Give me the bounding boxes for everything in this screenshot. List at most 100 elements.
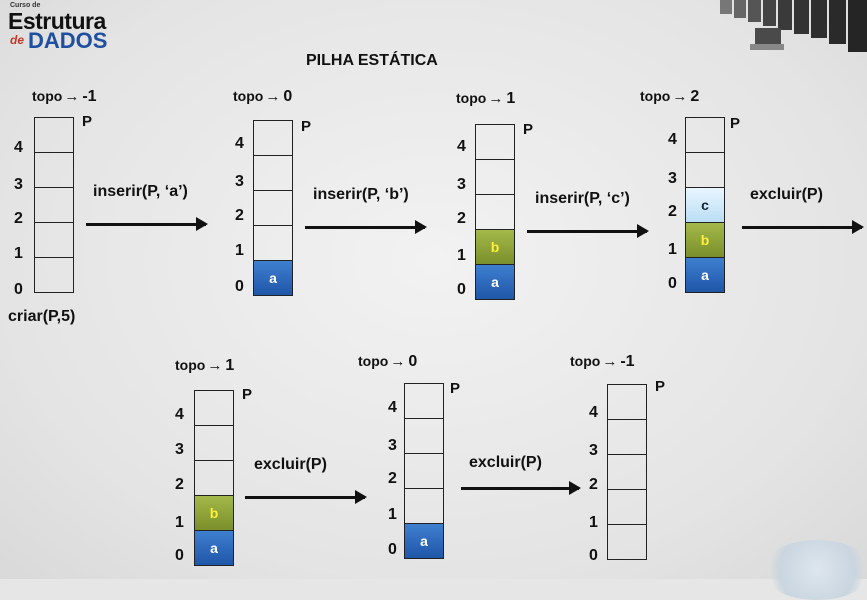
operation-label: excluir(P) — [750, 186, 823, 203]
stack-cell — [607, 420, 647, 455]
row-index: 1 — [589, 514, 598, 531]
logo-line2: DADOS — [28, 28, 108, 53]
stack-array — [607, 384, 647, 560]
stack-cell — [475, 124, 515, 160]
row-index: 1 — [388, 506, 397, 523]
stack-name-label: P — [242, 386, 253, 403]
decorative-disc — [762, 540, 867, 600]
row-index: 4 — [235, 135, 244, 152]
row-index: 4 — [175, 406, 184, 423]
arrow-right-icon: → — [64, 88, 80, 105]
stack-array: a — [253, 120, 293, 296]
arrow-right-icon: → — [602, 353, 618, 370]
stack-cell — [34, 153, 74, 188]
row-index: 2 — [175, 476, 184, 493]
row-index: 2 — [14, 210, 23, 227]
stack-cell — [253, 191, 293, 226]
stack-cell — [404, 454, 444, 489]
arrow-right-icon: → — [265, 88, 281, 105]
stack-cell — [607, 384, 647, 420]
row-index: 0 — [388, 541, 397, 558]
row-index: 2 — [457, 210, 466, 227]
row-index: 3 — [235, 173, 244, 190]
arrow-right-icon: → — [488, 90, 504, 107]
row-index: 0 — [457, 281, 466, 298]
stack-cell — [475, 195, 515, 230]
topo-label: topo→1 — [175, 357, 234, 375]
stack-cell: b — [194, 496, 234, 531]
row-index: 1 — [235, 242, 244, 259]
topo-word: topo — [456, 90, 487, 106]
row-index: 3 — [457, 176, 466, 193]
topo-label: topo→0 — [358, 353, 417, 371]
stack-cell — [34, 188, 74, 223]
row-index: 2 — [668, 203, 677, 220]
stack-array: a — [404, 383, 444, 559]
row-index: 4 — [668, 131, 677, 148]
row-index: 2 — [589, 476, 598, 493]
transition-arrow-icon — [86, 217, 208, 231]
topo-value: 0 — [283, 88, 293, 105]
stack-cell: b — [475, 230, 515, 265]
course-logo: Curso de Estrutura de DADOS — [8, 2, 138, 53]
stack-name-label: P — [655, 378, 666, 395]
stack-cell — [253, 120, 293, 156]
row-index: 4 — [589, 404, 598, 421]
operation-label: excluir(P) — [469, 454, 542, 471]
row-index: 1 — [14, 245, 23, 262]
operation-label: inserir(P, ‘c’) — [535, 190, 630, 207]
transition-arrow-icon — [245, 490, 367, 504]
topo-label: topo→2 — [640, 88, 699, 106]
stack-name-label: P — [523, 121, 534, 138]
topo-value: -1 — [620, 353, 635, 370]
stack-cell — [607, 455, 647, 490]
stack-cell: a — [253, 261, 293, 296]
topo-value: 1 — [506, 90, 516, 107]
row-index: 0 — [589, 547, 598, 564]
stack-cell — [404, 383, 444, 419]
topo-label: topo→-1 — [570, 353, 635, 371]
row-index: 2 — [235, 207, 244, 224]
stack-cell — [253, 156, 293, 191]
stack-cell — [194, 390, 234, 426]
stack-cell — [404, 419, 444, 454]
row-index: 3 — [589, 442, 598, 459]
row-index: 0 — [14, 281, 23, 298]
stack-cell — [475, 160, 515, 195]
logo-line1: Estrutura — [8, 8, 106, 34]
stack-cell — [404, 489, 444, 524]
transition-arrow-icon — [305, 220, 427, 234]
row-index: 3 — [388, 437, 397, 454]
row-index: 3 — [14, 176, 23, 193]
topo-word: topo — [175, 357, 206, 373]
topo-label: topo→0 — [233, 88, 292, 106]
logo-de: de — [10, 33, 25, 47]
operation-label: inserir(P, ‘a’) — [93, 183, 188, 200]
stack-cell: c — [685, 188, 725, 223]
stack-cell: a — [475, 265, 515, 300]
row-index: 0 — [175, 547, 184, 564]
topo-word: topo — [358, 353, 389, 369]
stack-cell — [194, 461, 234, 496]
topo-word: topo — [640, 88, 671, 104]
row-index: 0 — [235, 278, 244, 295]
page-title: PILHA ESTÁTICA — [306, 52, 438, 69]
row-index: 1 — [668, 241, 677, 258]
computers-decoration-icon — [720, 0, 867, 52]
create-call-label: criar(P,5) — [8, 308, 76, 325]
row-index: 4 — [457, 138, 466, 155]
row-index: 4 — [14, 139, 23, 156]
row-index: 0 — [668, 275, 677, 292]
row-index: 3 — [668, 170, 677, 187]
stack-cell — [607, 490, 647, 525]
stack-cell — [194, 426, 234, 461]
stack-cell: a — [194, 531, 234, 566]
logo-small-text: Curso de — [10, 2, 41, 9]
stack-name-label: P — [301, 118, 312, 135]
topo-label: topo→1 — [456, 90, 515, 108]
stack-cell — [685, 117, 725, 153]
stack-cell — [253, 226, 293, 261]
row-index: 2 — [388, 470, 397, 487]
